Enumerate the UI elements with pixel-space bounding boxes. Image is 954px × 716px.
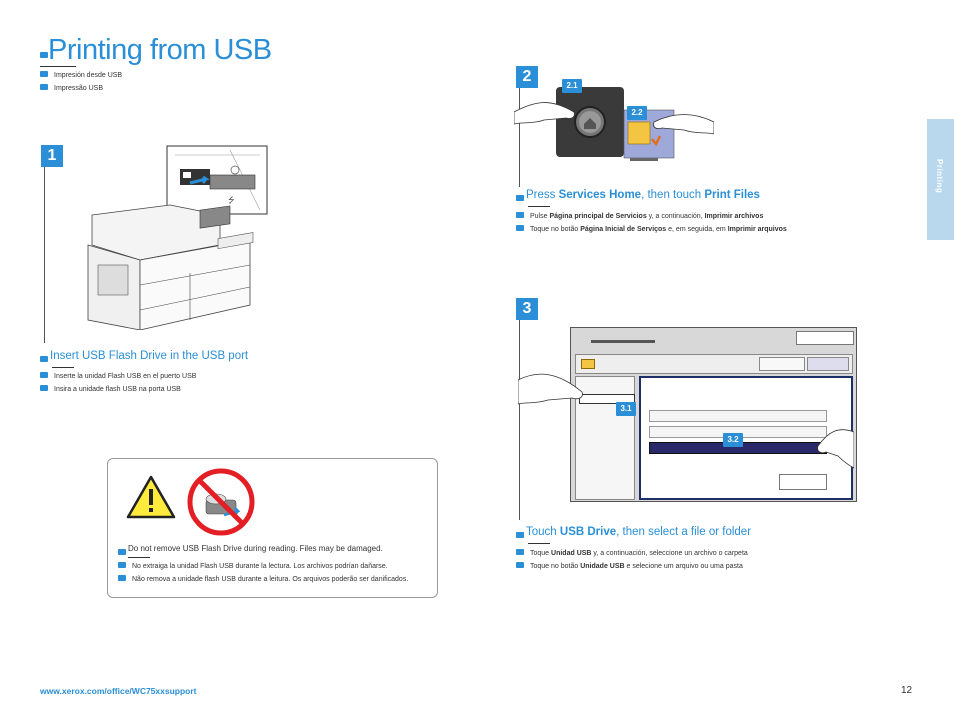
step-1-line [44,167,45,343]
warning-en: Do not remove USB Flash Drive during rea… [118,544,383,555]
screen-header-bar [591,340,655,343]
step-3-line [519,320,520,520]
step-2-es: Pulse Página principal de Servicios y, a… [516,212,763,220]
callout-3-2: 3.2 [723,433,743,447]
footer-support-link[interactable]: www.xerox.com/office/WC75xxsupport [40,686,197,696]
file-row-1[interactable] [649,410,827,422]
step-1-instruction: Insert USB Flash Drive in the USB port [40,350,248,362]
step-2-rule [528,206,550,207]
es-flag-icon [118,562,126,569]
services-home-illustration [514,87,714,161]
callout-2-2: 2.2 [627,106,647,120]
usb-screen-mock [570,327,857,502]
step-3-es: Toque Unidad USB y, a continuación, sele… [516,549,748,557]
step-3-number: 3 [516,298,538,320]
step-1-es: Inserte la unidad Flash USB en el puerto… [40,372,196,380]
es-flag-icon [40,372,48,379]
hand-select-icon [817,429,854,469]
callout-2-1: 2.1 [562,79,582,93]
pt-flag-icon [40,84,48,91]
warning-icon [126,475,176,519]
es-flag-icon [516,549,524,556]
pt-flag-icon [516,225,524,232]
side-tab-printing[interactable]: Printing [927,119,954,240]
step-1-rule [52,367,74,368]
screen-button-b[interactable] [807,357,849,371]
subtitle-es: Impresión desde USB [40,71,122,79]
en-flag-icon [118,548,126,555]
pt-flag-icon [40,385,48,392]
step-3-instruction: Touch USB Drive, then select a file or f… [516,526,751,538]
page-number: 12 [901,685,913,696]
step-2-pt: Toque no botão Página Inicial de Serviço… [516,225,787,233]
printer-illustration: ⭍ [87,145,268,330]
step-3-rule [528,543,550,544]
pt-flag-icon [516,562,524,569]
en-flag-icon [40,52,48,58]
step-1-pt: Insira a unidade flash USB na porta USB [40,385,181,393]
subtitle-pt: Impressão USB [40,84,103,92]
step-3-pt: Toque no botão Unidade USB e selecione u… [516,562,743,570]
en-flag-icon [40,355,48,362]
step-2-instruction: Press Services Home, then touch Print Fi… [516,189,760,201]
folder-icon [581,359,595,369]
screen-status-box [796,331,854,345]
step-2-line [519,88,520,187]
usb-drive-item[interactable] [579,394,635,404]
page-title: Printing from USB [48,34,272,66]
hand-touch-icon [518,373,583,405]
warning-rule [128,557,150,558]
screen-button-a[interactable] [759,357,805,371]
callout-3-1: 3.1 [616,402,636,416]
es-flag-icon [516,212,524,219]
svg-text:⭍: ⭍ [228,196,235,205]
step-1-number: 1 [41,145,63,167]
es-flag-icon [40,71,48,78]
en-flag-icon [516,531,524,538]
title-rule [40,66,76,67]
warning-box: Do not remove USB Flash Drive during rea… [107,458,438,598]
warning-pt: Não remova a unidade flash USB durante a… [118,575,408,583]
en-flag-icon [516,194,524,201]
warning-es: No extraiga la unidad Flash USB durante … [118,562,388,570]
step-2-number: 2 [516,66,538,88]
pt-flag-icon [118,575,126,582]
no-remove-usb-icon [187,468,255,536]
screen-close-button[interactable] [779,474,827,490]
